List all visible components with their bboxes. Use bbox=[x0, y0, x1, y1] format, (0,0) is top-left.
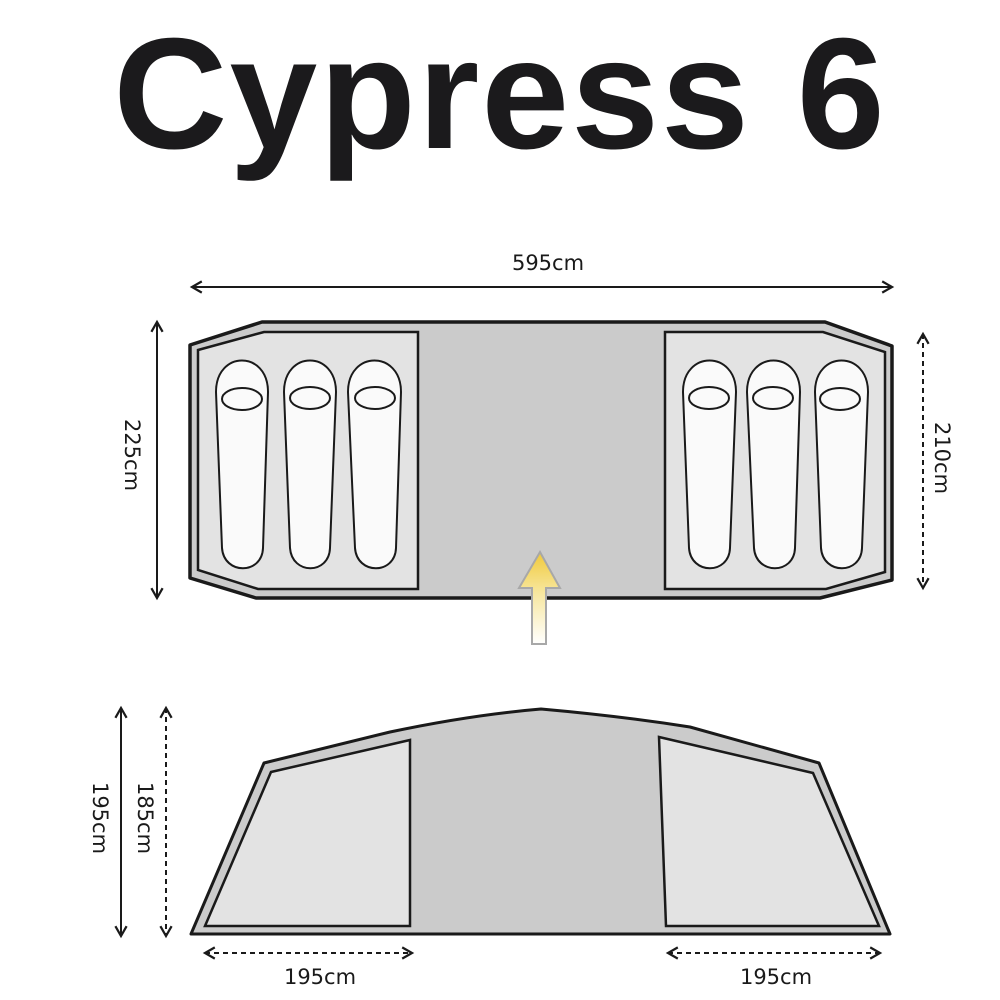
floor-plan: 595cm 225cm 210cm bbox=[120, 251, 954, 645]
pillow-icon bbox=[289, 386, 331, 410]
left-sleeping-bags bbox=[214, 359, 403, 570]
inner-width-label: 210cm bbox=[930, 422, 954, 494]
sleeping-bag-icon bbox=[681, 359, 738, 570]
right-bedroom-panel bbox=[657, 735, 881, 928]
outer-width-label: 225cm bbox=[120, 419, 144, 491]
peak-height-label: 195cm bbox=[88, 782, 112, 854]
entrance-arrow-icon bbox=[517, 549, 562, 645]
side-elevation: 195cm 185cm 195cm 195cm bbox=[88, 705, 892, 989]
sleeping-bag-icon bbox=[745, 359, 802, 570]
right-sleeping-bags bbox=[681, 359, 870, 570]
pillow-icon bbox=[688, 386, 730, 410]
left-bedroom-panel bbox=[203, 738, 412, 928]
right-bedroom-length-label: 195cm bbox=[740, 965, 812, 989]
pillow-icon bbox=[221, 387, 263, 411]
inner-height-label: 185cm bbox=[133, 782, 157, 854]
pillow-icon bbox=[752, 386, 794, 410]
left-bedroom-length-label: 195cm bbox=[284, 965, 356, 989]
sleeping-bag-icon bbox=[214, 359, 270, 570]
page-title: Cypress 6 bbox=[113, 6, 887, 182]
pillow-icon bbox=[354, 386, 396, 410]
pillow-icon bbox=[819, 387, 861, 411]
length-label: 595cm bbox=[512, 251, 584, 275]
sleeping-bag-icon bbox=[346, 359, 403, 570]
sleeping-bag-icon bbox=[282, 359, 338, 570]
sleeping-bag-icon bbox=[813, 359, 870, 570]
